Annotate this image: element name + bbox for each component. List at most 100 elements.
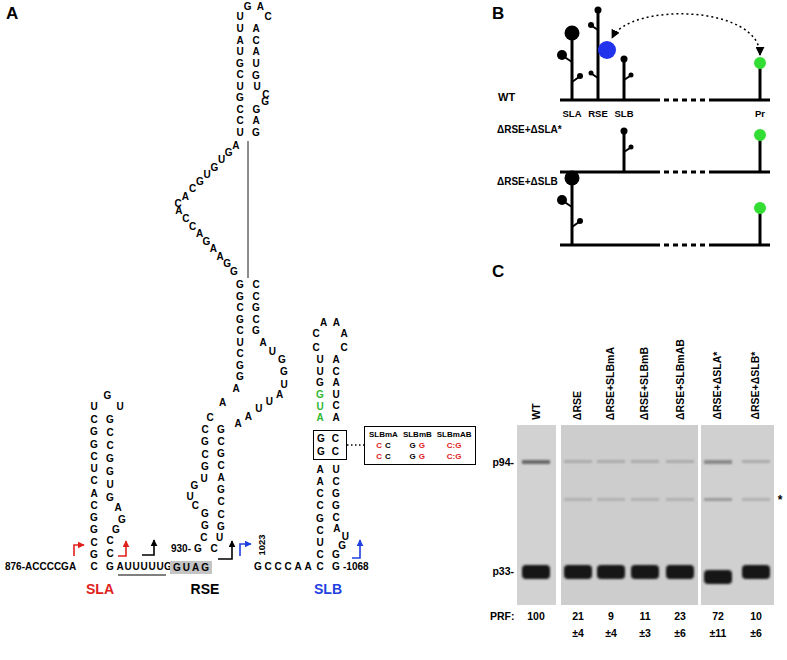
circle-shape [621,128,628,135]
nucleotide: G [215,483,227,497]
circle-shape [598,41,616,59]
nucleotide-strand: UAUGCUGCCU [234,22,246,140]
nucleotide: C [204,411,216,425]
mutant-name: SLBmA [369,429,398,440]
sequence-text: GUAG [173,561,211,574]
prf-value: 9 [608,610,614,623]
nucleotide: G [330,487,342,501]
nucleotide: A [330,376,342,390]
rect-shape [597,565,625,579]
nucleotide: A [331,522,343,536]
key-cell: SLBmA [369,429,398,440]
key-cell: CC [369,451,398,462]
nucleotide: G [104,465,116,479]
line-shape [571,38,574,100]
circle-shape [629,73,634,78]
nucleotide: C [104,426,116,440]
boundary-arrow [240,544,251,556]
nucleotide: A [217,396,229,410]
nucleotide: C [215,508,227,522]
circle-shape [557,195,567,205]
nucleotide: A [250,114,262,128]
circle-shape [565,171,580,186]
panel-letter: B [492,3,504,24]
nucleotide: C [272,560,284,574]
nucleotide: U [234,126,246,140]
prf-error: ±6 [750,627,762,640]
circle-shape [629,145,634,150]
nucleotide: A [314,411,326,425]
element-label: RSE [588,108,608,120]
nucleotide: C [234,114,246,128]
nucleotide: C [314,548,326,562]
nucleotide: G [104,560,116,574]
nucleotide: C [330,511,342,525]
nucleotide: C [104,439,116,453]
nucleotide-strand: AUUUUUG [114,560,174,574]
element-label: SLB [615,108,634,120]
prf-value: 23 [674,610,686,623]
underline [118,575,166,576]
nucleotide: U [104,478,116,492]
prf-value: 21 [572,610,584,623]
nucleotide: G [242,0,254,14]
boundary-arrow [74,545,84,556]
nucleotide: U [234,45,246,59]
nucleotide: C [104,547,116,561]
mutant-name: SLBmAB [437,429,472,440]
nucleotide: C [310,341,322,355]
base-pair: C [385,440,391,451]
nucleotide: G [234,359,246,373]
line-shape [571,183,574,245]
nucleotide: A [230,382,242,396]
nucleotide: U [88,400,100,414]
rect-shape [742,565,770,579]
nucleotide: G [101,389,113,403]
base-pair: C:G [447,451,462,462]
lane-label: ΔRSE+SLBmB [638,347,651,420]
prf-value: 100 [527,610,545,623]
nucleotide: A [330,316,342,330]
nucleotide: G [250,69,262,83]
nucleotide: C [250,313,262,327]
lane-label: ΔRSE+ΔSLB* [749,352,762,420]
line-shape [759,68,762,100]
line-shape [597,12,600,100]
nucleotide: C [88,560,100,574]
position-number: -1068 [343,561,369,574]
dotted-connector [347,444,364,445]
nucleotide: U [266,345,278,359]
boundary-arrow [118,541,126,556]
nucleotide-strand: UCGGCAUGGG [330,463,351,574]
nucleotide: A [88,487,100,501]
interaction-arrow [612,14,760,55]
rect-shape [597,498,625,501]
nucleotide: G [215,520,227,534]
nucleotide-strand: GGCGCUCGG [234,278,246,384]
base-pair: G [419,451,425,462]
gel-bands [522,460,770,584]
nucleotide: C [215,459,227,473]
prf-error: ±6 [674,627,686,640]
nucleotide-strand: CGGCUCACGGCGC [88,413,100,574]
slb-stem [621,56,634,101]
nucleotide: A [232,417,244,431]
base-pair: G [410,440,416,451]
lane-label: ΔRSE+SLBmAB [673,339,686,420]
construct-label: WT [498,91,515,105]
base-pair: GC [317,445,346,458]
nucleotide: G [199,507,211,521]
nucleotide: C [88,474,100,488]
boundary-arrow [352,540,360,558]
prf-error: ±11 [710,627,727,640]
panel-letter: C [492,261,504,282]
nucleotide: U [234,336,246,350]
gel-panel [701,425,774,605]
nucleotide: C [215,495,227,509]
nucleotide: G [276,353,288,367]
prf-value: 72 [712,610,724,623]
nucleotide-strand: ACAUCA [330,353,342,425]
base-pair: C:G [447,440,462,451]
nucleotide: G [234,91,246,105]
